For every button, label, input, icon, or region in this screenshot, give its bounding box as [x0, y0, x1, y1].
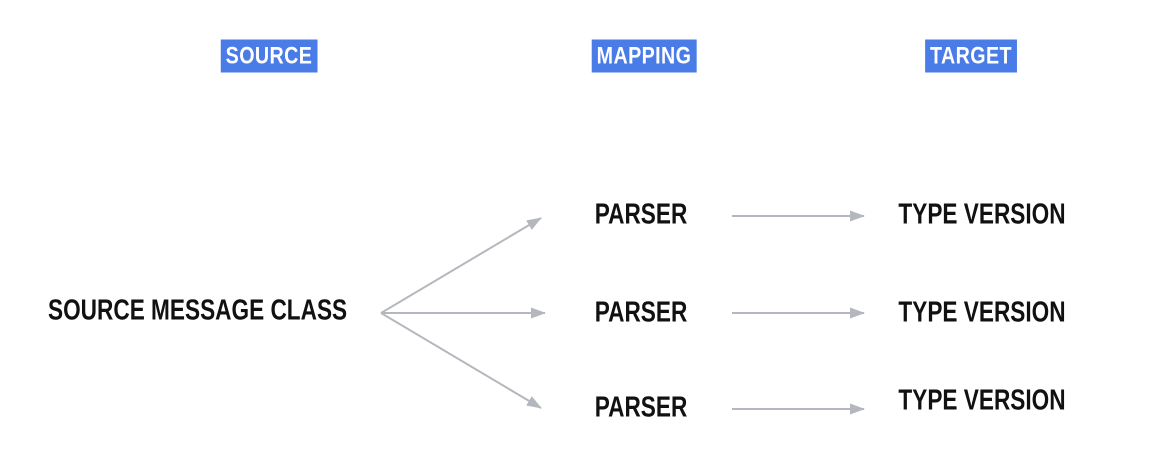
type-version-node-1: TYPE VERSION: [898, 198, 1066, 231]
fan-arrow-top: [380, 217, 542, 314]
source-message-class-node: SOURCE MESSAGE CLASS: [48, 294, 348, 327]
fan-arrow-bottom: [380, 312, 542, 409]
parser-node-2: PARSER: [594, 296, 688, 329]
column-header-mapping: MAPPING: [591, 39, 697, 73]
column-header-source: SOURCE: [220, 39, 318, 73]
parser-node-1: PARSER: [594, 198, 688, 231]
type-version-node-3: TYPE VERSION: [898, 384, 1066, 417]
parser-node-3: PARSER: [594, 391, 688, 424]
column-header-target: TARGET: [925, 39, 1017, 73]
type-version-node-2: TYPE VERSION: [898, 296, 1066, 329]
